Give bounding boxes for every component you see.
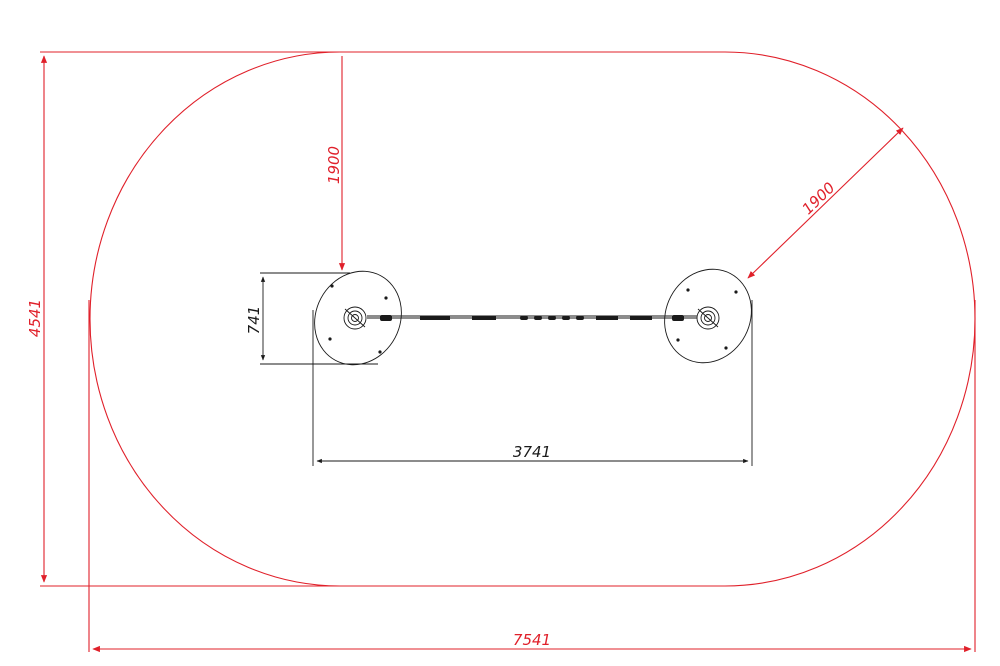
right-base-plate [664, 268, 752, 364]
safety-zone-outline [89, 51, 976, 587]
radius-right-line [747, 127, 904, 279]
radius-right-label: 1900 [799, 179, 839, 218]
left-post [343, 306, 367, 330]
post-spacing-label: 3741 [513, 443, 551, 461]
overall-height-label: 4541 [26, 299, 44, 337]
base-depth-label: 741 [245, 306, 263, 335]
radius-left-label: 1900 [325, 146, 343, 184]
left-base-plate [314, 270, 402, 366]
right-post [696, 306, 720, 330]
overall-width-label: 7541 [513, 631, 551, 649]
rope-bridge [367, 315, 697, 321]
